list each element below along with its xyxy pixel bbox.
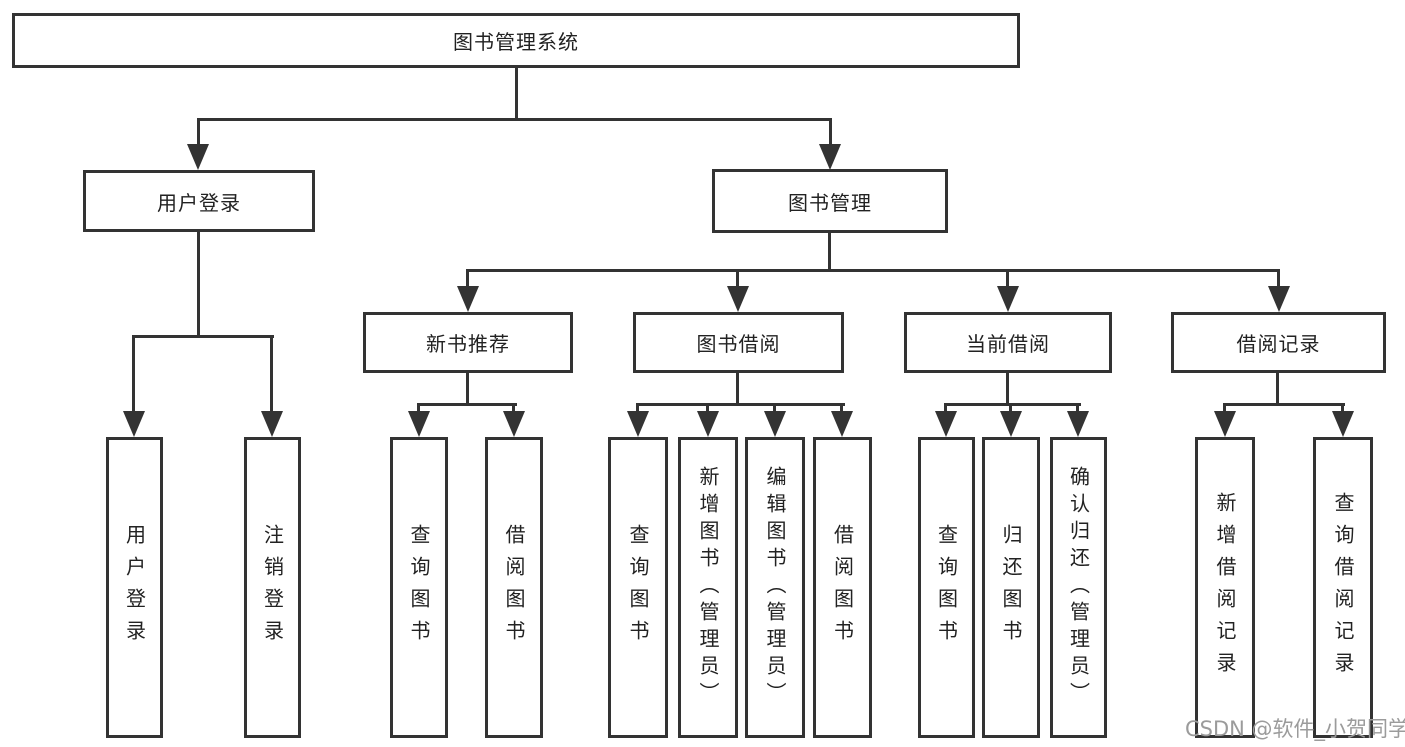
arrowhead-icon xyxy=(727,286,749,312)
leaf-user-login-label: 用户登录 xyxy=(122,523,147,652)
connector-line xyxy=(1277,270,1280,288)
node-library-system-label: 图书管理系统 xyxy=(453,30,579,54)
connector-line xyxy=(1076,403,1079,413)
node-borrowing-records-label: 借阅记录 xyxy=(1236,332,1321,356)
leaf-query-books-current-label: 查询图书 xyxy=(934,523,959,652)
arrowhead-icon xyxy=(1268,286,1290,312)
arrowhead-icon xyxy=(819,144,841,170)
connector-line xyxy=(1276,373,1279,405)
arrowhead-icon xyxy=(764,411,786,437)
node-new-book-recommend: 新书推荐 xyxy=(363,312,573,373)
leaf-borrow-books-borrowing: 借阅图书 xyxy=(813,437,872,738)
arrowhead-icon xyxy=(1067,411,1089,437)
connector-line xyxy=(197,232,200,335)
leaf-logout: 注销登录 xyxy=(244,437,301,738)
leaf-query-books-borrowing: 查询图书 xyxy=(608,437,668,738)
connector-line xyxy=(736,270,739,288)
leaf-add-borrow-record: 新增借阅记录 xyxy=(1195,437,1255,738)
arrowhead-icon xyxy=(935,411,957,437)
leaf-query-borrow-record-label: 查询借阅记录 xyxy=(1331,491,1355,684)
leaf-edit-books-admin: 编辑图书（管理员） xyxy=(745,437,805,738)
node-current-borrowing: 当前借阅 xyxy=(904,312,1112,373)
connector-line xyxy=(1006,270,1009,288)
connector-line xyxy=(466,373,469,405)
arrowhead-icon xyxy=(627,411,649,437)
connector-line xyxy=(132,335,135,413)
arrowhead-icon xyxy=(1214,411,1236,437)
connector-line xyxy=(736,373,739,405)
leaf-add-books-admin-label: 新增图书（管理员） xyxy=(696,466,720,709)
leaf-return-books-label: 归还图书 xyxy=(999,523,1023,652)
leaf-borrow-books-borrowing-label: 借阅图书 xyxy=(830,523,855,652)
arrowhead-icon xyxy=(123,411,145,437)
leaf-return-books: 归还图书 xyxy=(982,437,1040,738)
connector-line xyxy=(466,269,1280,272)
connector-line xyxy=(417,403,420,413)
connector-line xyxy=(706,403,709,413)
connector-line xyxy=(466,270,469,288)
leaf-query-books-recommend: 查询图书 xyxy=(390,437,448,738)
node-book-borrowing: 图书借阅 xyxy=(633,312,844,373)
arrowhead-icon xyxy=(261,411,283,437)
node-user-login-label: 用户登录 xyxy=(157,190,241,215)
leaf-confirm-return-admin-label: 确认归还（管理员） xyxy=(1066,466,1091,709)
connector-line xyxy=(944,403,947,413)
connector-line xyxy=(773,403,776,413)
node-library-system: 图书管理系统 xyxy=(12,13,1020,68)
arrowhead-icon xyxy=(408,411,430,437)
leaf-user-login: 用户登录 xyxy=(106,437,163,738)
connector-line xyxy=(1223,403,1345,406)
node-book-management: 图书管理 xyxy=(712,169,948,233)
connector-line xyxy=(197,118,200,146)
connector-line xyxy=(132,335,274,338)
connector-line xyxy=(1009,403,1012,413)
leaf-query-books-borrowing-label: 查询图书 xyxy=(626,523,650,652)
node-user-login: 用户登录 xyxy=(83,170,315,232)
arrowhead-icon xyxy=(1000,411,1022,437)
connector-line xyxy=(636,403,639,413)
watermark: CSDN @软件_小贺同学 xyxy=(1185,717,1405,741)
node-new-book-recommend-label: 新书推荐 xyxy=(426,332,510,356)
node-book-management-label: 图书管理 xyxy=(788,190,872,215)
arrowhead-icon xyxy=(831,411,853,437)
leaf-confirm-return-admin: 确认归还（管理员） xyxy=(1050,437,1107,738)
connector-line xyxy=(270,335,273,413)
connector-line xyxy=(828,233,831,271)
leaf-query-books-current: 查询图书 xyxy=(918,437,975,738)
connector-line xyxy=(417,403,517,406)
leaf-add-borrow-record-label: 新增借阅记录 xyxy=(1213,491,1237,684)
leaf-logout-label: 注销登录 xyxy=(260,523,285,652)
connector-line xyxy=(840,403,843,413)
arrowhead-icon xyxy=(503,411,525,437)
arrowhead-icon xyxy=(457,286,479,312)
leaf-edit-books-admin-label: 编辑图书（管理员） xyxy=(763,466,787,709)
leaf-query-borrow-record: 查询借阅记录 xyxy=(1313,437,1373,738)
node-borrowing-records: 借阅记录 xyxy=(1171,312,1386,373)
connector-line xyxy=(1006,373,1009,405)
connector-line xyxy=(512,403,515,413)
connector-line xyxy=(636,403,845,406)
leaf-borrow-books-recommend-label: 借阅图书 xyxy=(502,523,526,652)
arrowhead-icon xyxy=(997,286,1019,312)
connector-line xyxy=(829,118,832,146)
connector-line xyxy=(944,403,1081,406)
arrowhead-icon xyxy=(1332,411,1354,437)
connector-line xyxy=(515,68,518,118)
arrowhead-icon xyxy=(697,411,719,437)
connector-line xyxy=(1223,403,1226,413)
connector-line xyxy=(1341,403,1344,413)
connector-line xyxy=(197,118,832,121)
leaf-add-books-admin: 新增图书（管理员） xyxy=(678,437,738,738)
node-current-borrowing-label: 当前借阅 xyxy=(966,332,1050,356)
leaf-borrow-books-recommend: 借阅图书 xyxy=(485,437,543,738)
leaf-query-books-recommend-label: 查询图书 xyxy=(407,523,431,652)
arrowhead-icon xyxy=(187,144,209,170)
node-book-borrowing-label: 图书借阅 xyxy=(696,332,781,356)
